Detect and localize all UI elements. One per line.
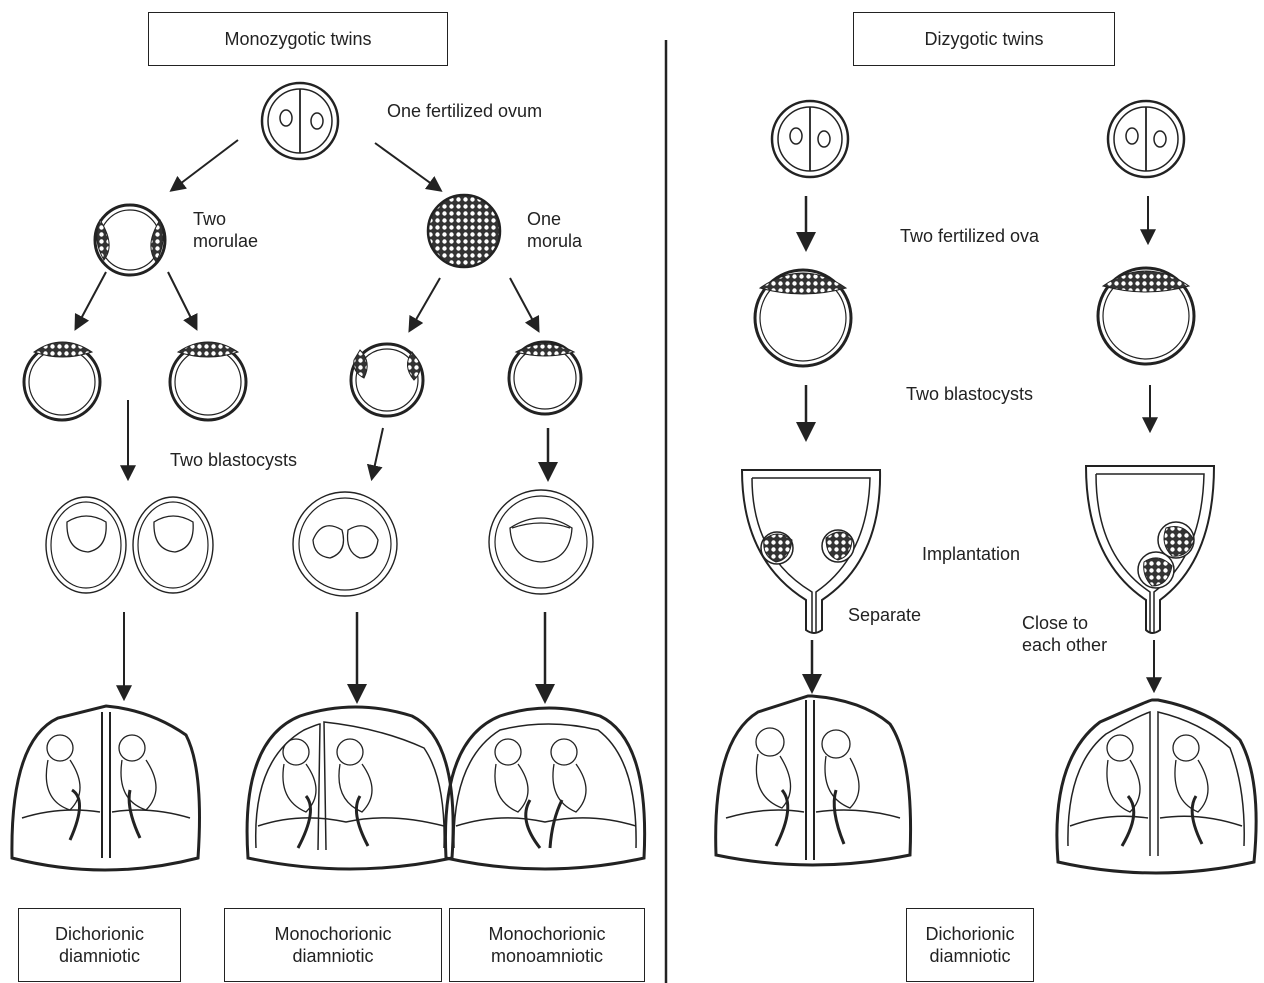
uterus-monochorionic-diamniotic [247,707,453,869]
fertilized-ovum-mono [262,83,338,159]
blastocyst-mono-3 [351,344,423,416]
sac-monochorionic-diamniotic [293,492,397,596]
outcome-box-monochorionic-diamniotic: Monochorionic diamniotic [224,908,442,982]
one-morula-label: One morula [527,208,582,252]
blastocyst-mono-4 [509,342,581,414]
monozygotic-title: Monozygotic twins [224,28,371,50]
arrow-ovum-to-two-morulae [172,140,238,190]
blastocyst-mono-2 [170,342,246,420]
blastocyst-mono-1 [24,342,100,420]
uterus-monochorionic-monoamniotic [445,708,644,869]
outcome-label: Dichorionic diamniotic [55,923,144,967]
outcome-box-monochorionic-monoamniotic: Monochorionic monoamniotic [449,908,645,982]
two-blastocysts-mono-label: Two blastocysts [170,449,297,471]
implantation-uterus-close [1086,466,1214,633]
outcome-label: Dichorionic diamniotic [925,923,1014,967]
implantation-label: Implantation [922,543,1020,565]
separate-label: Separate [848,604,921,626]
uterus-dichorionic-separate [716,696,911,865]
one-morula-cell [428,195,500,267]
outcome-label: Monochorionic diamniotic [274,923,391,967]
sac-dichorionic-1 [46,497,126,593]
sac-dichorionic-2 [133,497,213,593]
two-blastocysts-di-label: Two blastocysts [906,383,1033,405]
outcome-box-dizygotic: Dichorionic diamniotic [906,908,1034,982]
two-ova-label: Two fertilized ova [900,225,1039,247]
outcome-box-dichorionic-diamniotic: Dichorionic diamniotic [18,908,181,982]
blastocyst-di-2 [1098,268,1194,364]
dizygotic-title: Dizygotic twins [924,28,1043,50]
dizygotic-title-box: Dizygotic twins [853,12,1115,66]
fertilized-ovum-di-1 [772,101,848,177]
sac-monochorionic-monoamniotic [489,490,593,594]
close-to-each-other-label: Close to each other [1022,612,1107,656]
blastocyst-di-1 [755,270,851,366]
monozygotic-title-box: Monozygotic twins [148,12,448,66]
two-morulae-label: Two morulae [193,208,258,252]
arrow-ovum-to-one-morula [375,143,440,190]
outcome-label: Monochorionic monoamniotic [488,923,605,967]
ovum-label: One fertilized ovum [387,100,542,122]
uterus-dichorionic-close [1057,700,1256,873]
uterus-dichorionic-diamniotic [12,706,200,870]
two-morulae-cell [95,205,165,275]
fertilized-ovum-di-2 [1108,101,1184,177]
